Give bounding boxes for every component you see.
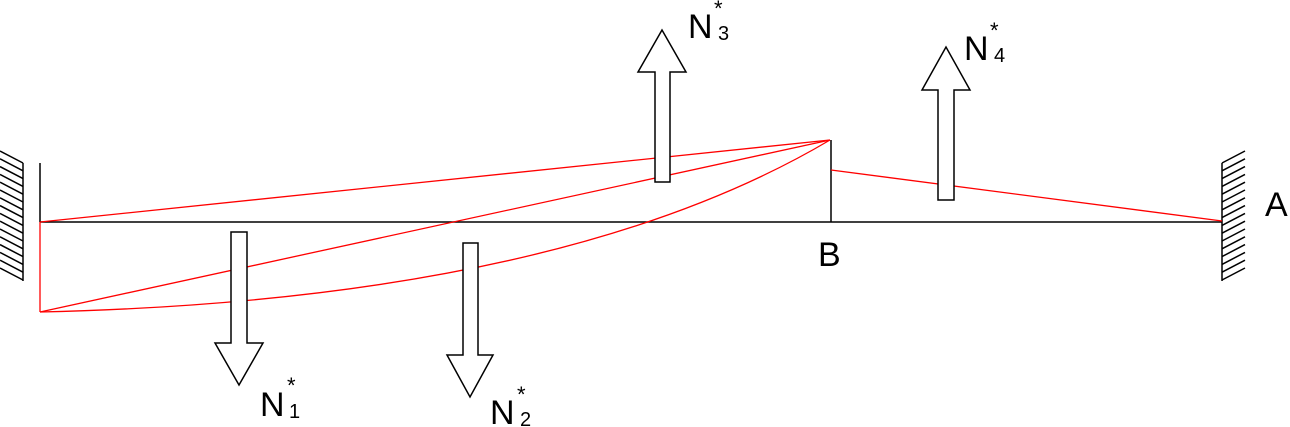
wall-hatch [1221,251,1246,266]
wall-hatch [1221,204,1246,219]
wall-hatch [0,251,24,266]
wall-hatch [1221,267,1246,281]
right-fixed-support [1221,150,1246,281]
wall-hatch [0,243,24,258]
label-n1-star: * [287,373,296,398]
label-a: A [1265,186,1288,224]
deflection-line-diagonal [39,139,831,313]
label-n2-main: N [490,394,515,427]
wall-hatch [0,197,24,211]
label-n1: N 1 * [260,373,300,424]
wall-hatch [1221,158,1246,172]
wall-hatch [0,204,24,219]
deflection-curve [39,139,831,313]
wall-hatch [1221,228,1246,242]
wall-hatch [0,212,24,227]
label-n2: N 2 * [490,382,531,427]
label-n4-main: N [964,30,989,68]
label-n4-sub: 4 [994,45,1005,67]
label-n3-sub: 3 [718,23,729,45]
wall-hatch [1221,236,1246,250]
wall-hatch [1221,197,1246,211]
wall-hatch [0,150,24,164]
wall-hatch [0,259,24,273]
label-n3-main: N [688,8,713,46]
label-n2-sub: 2 [520,409,531,427]
label-n2-star: * [517,382,526,407]
deflection-line-upper [39,139,831,223]
force-arrow-n2 [445,242,495,399]
label-n1-main: N [260,386,285,424]
label-b: B [818,236,841,274]
wall-hatch [0,220,24,234]
wall-hatch [0,267,24,281]
force-arrow-n3 [636,28,688,183]
wall-hatch [0,228,24,242]
label-n3: N 3 * [688,0,729,46]
wall-hatch [1221,259,1246,273]
wall-hatch [1221,243,1246,258]
force-arrow-n1 [213,231,265,387]
deflection-line-right [830,169,1223,222]
wall-hatch [1221,165,1246,180]
wall-hatch [1221,212,1246,227]
label-n4: N 4 * [964,18,1005,68]
force-arrow-n4 [920,45,972,201]
wall-hatch [0,165,24,180]
wall-hatch [1221,189,1246,203]
label-n4-star: * [990,18,999,43]
wall-hatch [1221,150,1246,164]
wall-hatch [1221,181,1246,195]
wall-hatch [1221,173,1246,188]
left-fixed-support [0,150,24,281]
label-n3-star: * [714,0,723,21]
wall-hatch [0,173,24,188]
wall-hatch [0,189,24,203]
label-n1-sub: 1 [289,401,300,423]
wall-hatch [0,236,24,250]
deflection-lines [39,139,1223,313]
wall-hatch [0,181,24,195]
wall-hatch [0,158,24,172]
wall-hatch [1221,220,1246,234]
